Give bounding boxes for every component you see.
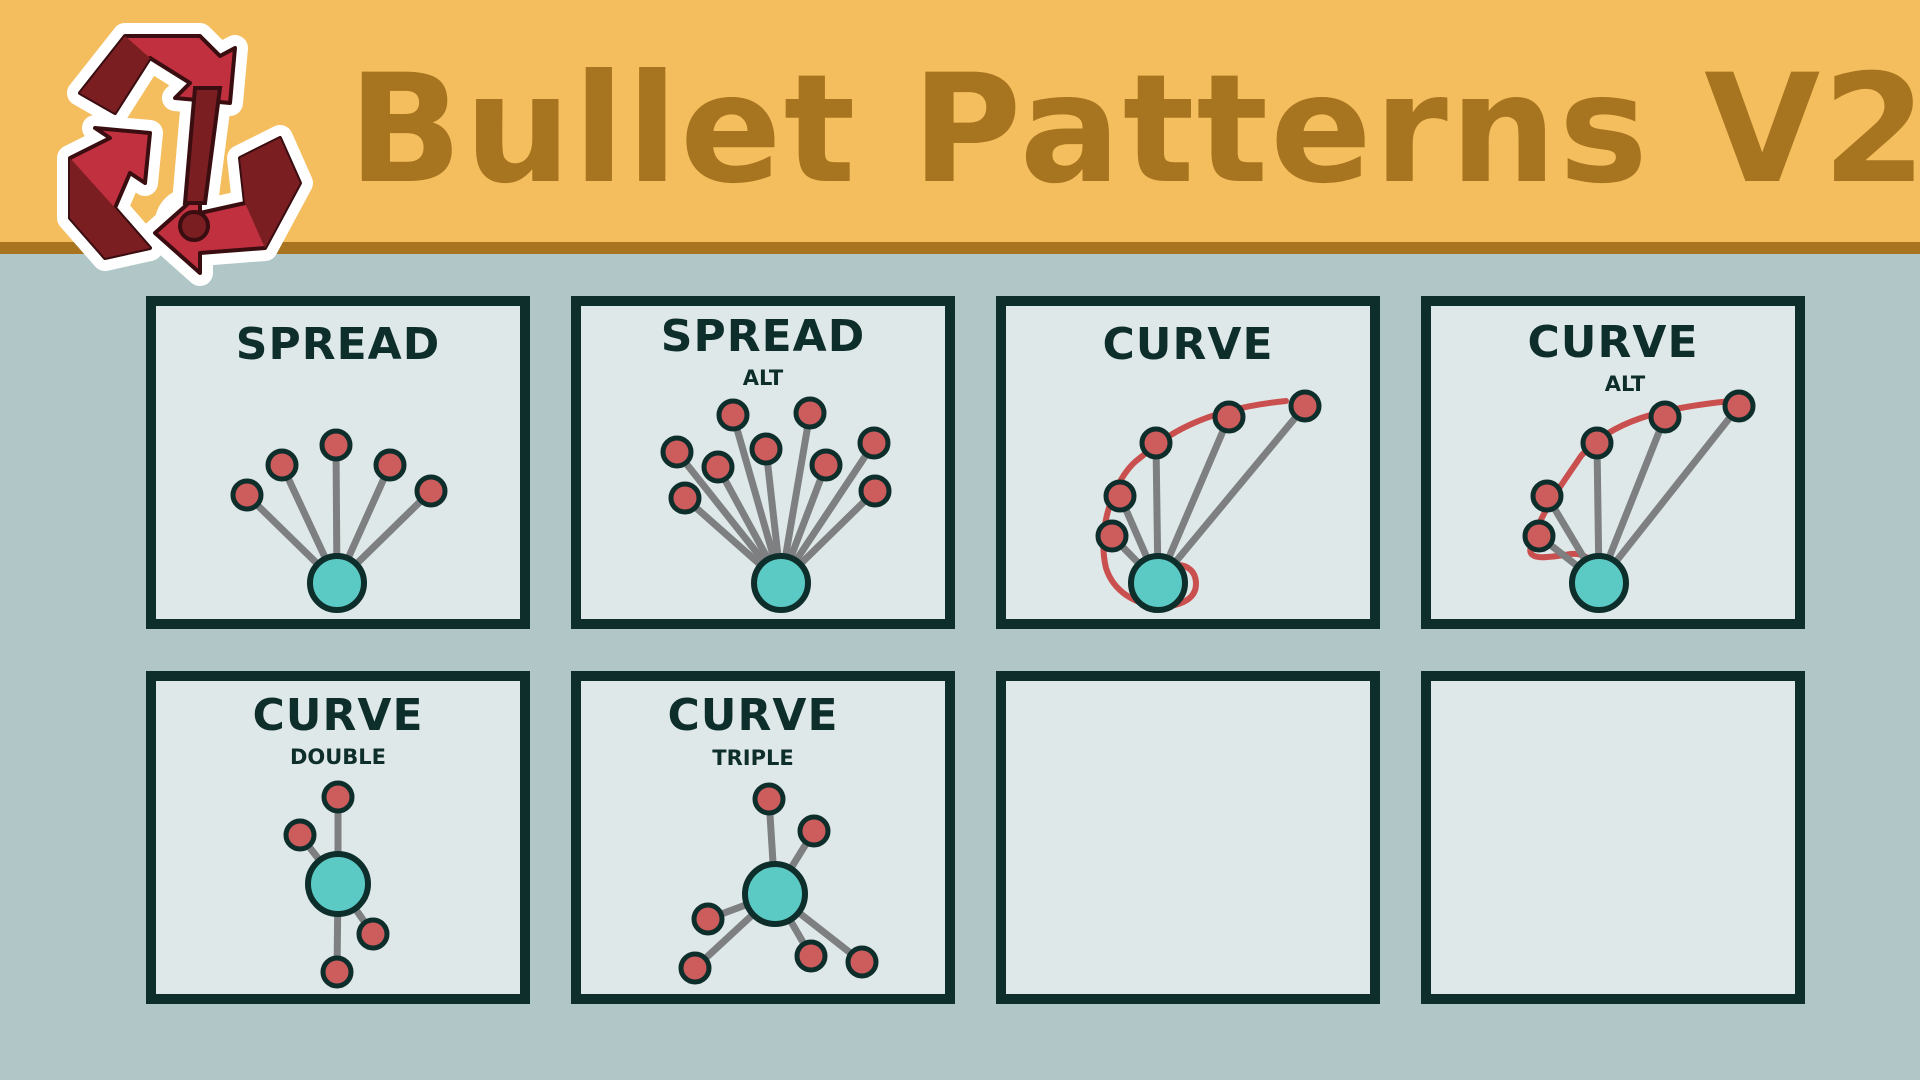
card-title: SPREAD	[660, 311, 866, 362]
card-subtitle: TRIPLE	[712, 746, 794, 770]
card-subtitle: DOUBLE	[289, 745, 387, 769]
curve-pattern-diagram	[1095, 389, 1322, 613]
card-subtitle: ALT	[1604, 372, 1646, 396]
card-title: CURVE	[667, 690, 839, 741]
pattern-card-curve[interactable]: CURVE	[996, 296, 1380, 629]
spread-pattern-diagram	[230, 428, 448, 613]
pattern-card-curve-triple[interactable]: CURVE TRIPLE	[571, 671, 955, 1004]
card-title: CURVE	[1527, 317, 1699, 368]
pattern-card-curve-alt[interactable]: CURVE ALT	[1421, 296, 1805, 629]
curve-double-pattern-diagram	[283, 780, 390, 989]
card-title: SPREAD	[235, 319, 441, 370]
pattern-card-empty-1[interactable]	[996, 671, 1380, 1004]
card-title: CURVE	[252, 690, 424, 741]
pattern-card-spread[interactable]: SPREAD	[146, 296, 530, 629]
pattern-card-empty-2[interactable]	[1421, 671, 1805, 1004]
pattern-card-spread-alt[interactable]: SPREAD ALT	[571, 296, 955, 629]
curve-alt-pattern-diagram	[1522, 389, 1756, 613]
card-subtitle: ALT	[742, 366, 784, 390]
spread-alt-pattern-diagram	[660, 396, 892, 613]
pattern-card-curve-double[interactable]: CURVE DOUBLE	[146, 671, 530, 1004]
recycle-warning-icon	[57, 23, 313, 286]
curve-triple-pattern-diagram	[678, 782, 879, 985]
page-title: Bullet Patterns V2	[348, 43, 1920, 217]
title-banner: Bullet Patterns V2	[0, 0, 1920, 254]
card-title: CURVE	[1102, 319, 1274, 370]
